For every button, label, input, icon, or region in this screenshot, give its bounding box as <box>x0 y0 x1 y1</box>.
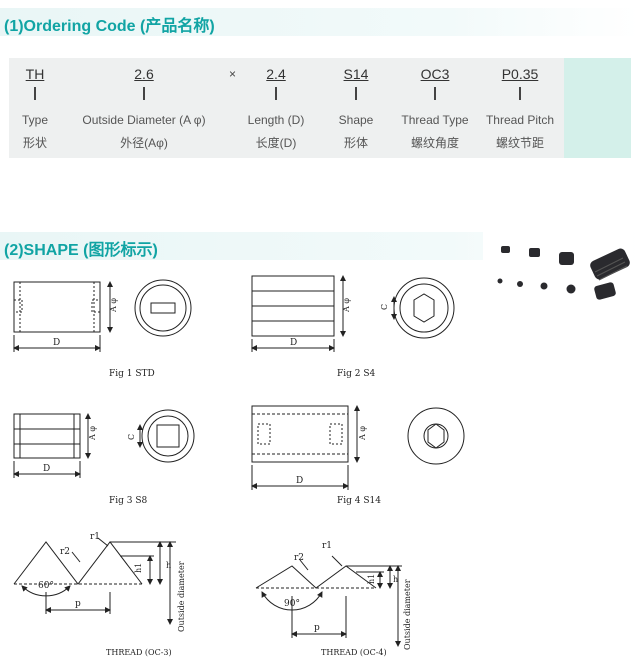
code-value: TH <box>25 66 45 82</box>
code-label-en: Length (D) <box>247 113 305 127</box>
oc4-label-p: p <box>314 623 320 633</box>
oc3-label-h: h <box>166 561 171 570</box>
fig2-dim-aphi: A φ <box>342 298 351 313</box>
code-column-thread-pitch: P0.35 Thread Pitch 螺纹节距 <box>481 58 559 151</box>
code-label-cn: 长度(D) <box>255 136 297 150</box>
code-label-cn: 形状 <box>22 136 47 150</box>
fig1-drawing <box>13 279 192 352</box>
oc3-label-outside-diameter: Outside diameter <box>177 561 186 632</box>
code-column-outside-diameter: 2.6 Outside Diameter (A φ) 外径(Aφ) <box>69 58 219 151</box>
fig4-caption: Fig 4 S14 <box>337 496 381 506</box>
code-value: 2.6 <box>134 66 154 82</box>
set-screws-image <box>483 232 633 309</box>
code-label-cn: 螺纹节距 <box>495 136 544 150</box>
code-value: 2.4 <box>266 66 286 82</box>
oc3-label-r1: r1 <box>90 532 100 542</box>
code-tick <box>519 87 521 100</box>
code-label-cn: 形体 <box>343 136 368 150</box>
code-label-en: Thread Pitch <box>485 113 555 127</box>
oc4-label-angle: 90° <box>284 599 300 609</box>
oc4-label-outside-diameter: Outside diameter <box>403 579 412 650</box>
code-tick <box>34 87 36 100</box>
section-header-ordering: (1)Ordering Code (产品名称) <box>0 8 639 36</box>
code-side-pane <box>564 58 631 158</box>
oc3-label-p: p <box>75 599 81 609</box>
code-label-en: Shape <box>338 113 374 127</box>
thread-oc4-drawing <box>255 555 402 647</box>
product-photo <box>483 232 633 309</box>
fig2-caption: Fig 2 S4 <box>337 369 375 379</box>
oc4-label-h1: h1 <box>367 574 376 584</box>
oc3-label-h1: h1 <box>134 563 143 573</box>
code-label-cn: 外径(Aφ) <box>120 136 168 150</box>
section-title-ordering: (1)Ordering Code (产品名称) <box>4 18 215 35</box>
ordering-code-table: TH Type 形状 2.6 Outside Diameter (A φ) 外径… <box>9 58 564 158</box>
fig4-drawing <box>251 405 465 490</box>
fig3-drawing <box>13 409 195 478</box>
code-value: OC3 <box>420 66 450 82</box>
thread-oc3-drawing <box>13 537 176 625</box>
code-label-en: Thread Type <box>401 113 469 127</box>
code-tick <box>355 87 357 100</box>
code-column-thread-type: OC3 Thread Type 螺纹角度 <box>395 58 475 151</box>
fig2-dim-d: D <box>290 338 297 348</box>
code-label-cn: 螺纹角度 <box>410 136 459 150</box>
oc4-label-r1: r1 <box>322 541 332 551</box>
fig3-dim-d: D <box>43 464 50 474</box>
code-column-shape: S14 Shape 形体 <box>327 58 385 151</box>
thread-oc3-caption: THREAD (OC-3) <box>106 648 172 657</box>
oc3-label-angle: 60° <box>38 581 54 591</box>
fig1-dim-d: D <box>53 338 60 348</box>
code-tick <box>143 87 145 100</box>
fig4-dim-aphi: A φ <box>358 426 367 441</box>
code-column-type: TH Type 形状 <box>9 58 61 151</box>
code-value: S14 <box>343 66 369 82</box>
code-column-length: 2.4 Length (D) 长度(D) <box>235 58 317 151</box>
fig3-dim-c: C <box>127 434 136 440</box>
thread-oc4-caption: THREAD (OC-4) <box>321 648 387 657</box>
code-tick <box>275 87 277 100</box>
oc4-label-r2: r2 <box>294 553 304 563</box>
technical-drawings: D A φ Fig 1 STD D A φ C Fig 2 S4 D A φ C… <box>13 275 465 657</box>
oc3-label-r2: r2 <box>60 547 70 557</box>
code-label-en: Outside Diameter (A φ) <box>82 113 206 127</box>
times-sign: × <box>229 67 237 81</box>
fig2-drawing <box>251 275 455 352</box>
oc4-label-h: h <box>393 575 398 584</box>
fig1-dim-aphi: A φ <box>109 298 118 313</box>
code-value: P0.35 <box>501 66 539 82</box>
section-title-shape: (2)SHAPE (图形标示) <box>4 242 158 259</box>
code-tick <box>434 87 436 100</box>
fig3-caption: Fig 3 S8 <box>109 496 147 506</box>
fig1-caption: Fig 1 STD <box>109 369 155 379</box>
code-label-en: Type <box>21 113 48 127</box>
fig3-dim-aphi: A φ <box>88 426 97 441</box>
fig2-dim-c: C <box>380 304 389 310</box>
fig4-dim-d: D <box>296 476 303 486</box>
